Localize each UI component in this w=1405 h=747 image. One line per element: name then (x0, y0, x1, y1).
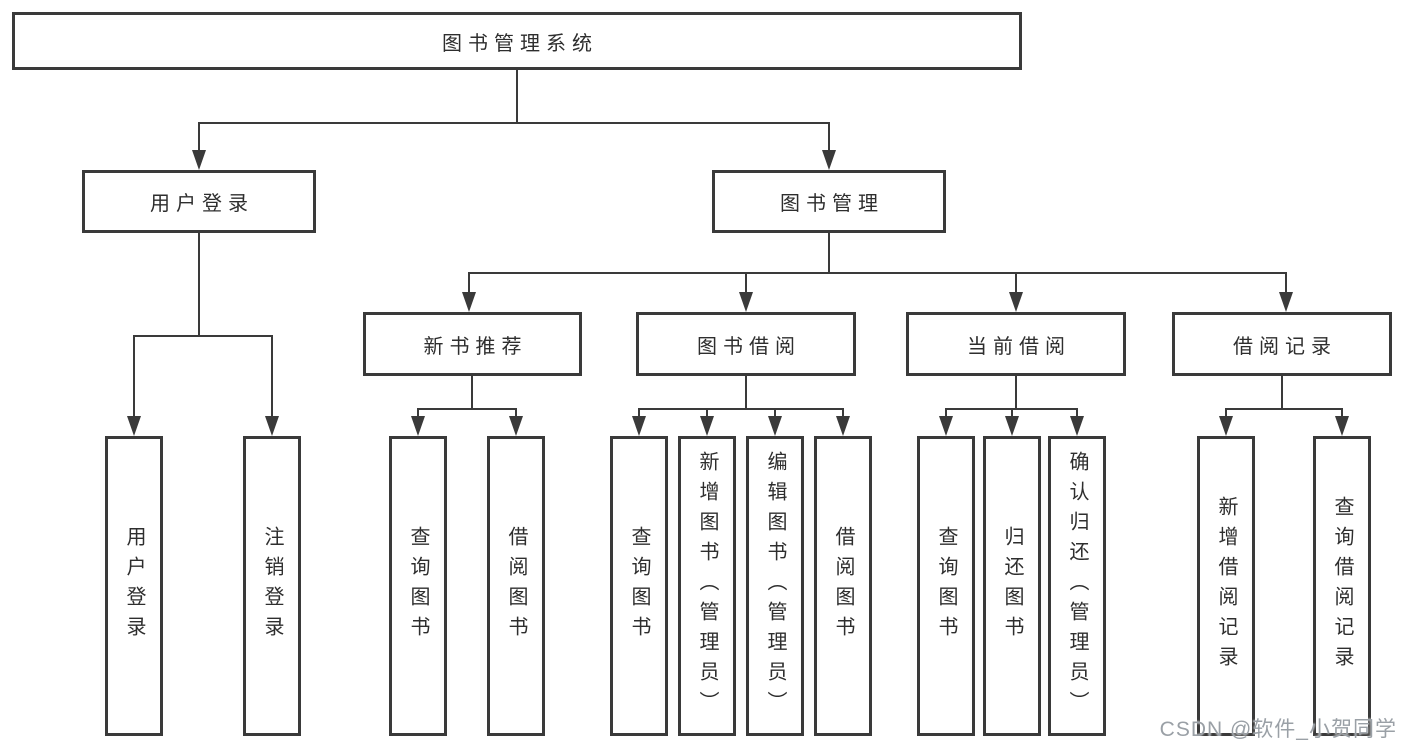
leaf-query-books-borrowing: 查询图书 (610, 436, 668, 736)
connector-line (417, 408, 517, 410)
leaf-logout: 注销登录 (243, 436, 301, 736)
node-label: 新增图书（管理员） (696, 451, 718, 721)
node-label: 查询图书 (628, 526, 650, 646)
connector-line (1225, 408, 1227, 418)
connector-line (198, 233, 200, 337)
node-label: 图书管理 (780, 193, 884, 215)
connector-line (417, 408, 419, 418)
arrow-down-icon (192, 150, 206, 170)
connector-line (1011, 408, 1013, 418)
connector-line (945, 408, 947, 418)
connector-line (745, 376, 747, 410)
leaf-user-login: 用户登录 (105, 436, 163, 736)
connector-line (1076, 408, 1078, 418)
connector-line (828, 122, 830, 152)
leaf-return-books: 归还图书 (983, 436, 1041, 736)
connector-line (842, 408, 844, 418)
connector-line (638, 408, 844, 410)
node-label: 当前借阅 (967, 335, 1071, 358)
leaf-confirm-return-admin: 确认归还（管理员） (1048, 436, 1106, 736)
node-label: 查询借阅记录 (1331, 496, 1353, 676)
leaf-query-books-recommend: 查询图书 (389, 436, 447, 736)
connector-line (638, 408, 640, 418)
connector-line (745, 272, 747, 294)
node-borrowing-records: 借阅记录 (1172, 312, 1392, 376)
connector-line (271, 335, 273, 418)
node-book-borrowing: 图书借阅 (636, 312, 856, 376)
connector-line (1015, 272, 1017, 294)
connector-line (1341, 408, 1343, 418)
node-label: 注销登录 (261, 526, 283, 646)
node-label: 借阅记录 (1233, 335, 1337, 358)
connector-line (1015, 376, 1017, 410)
node-label: 归还图书 (1001, 526, 1023, 646)
connector-line (198, 122, 830, 124)
node-label: 查询图书 (407, 526, 429, 646)
node-label: 查询图书 (935, 526, 957, 646)
node-label: 借阅图书 (832, 526, 854, 646)
arrow-down-icon (462, 292, 476, 312)
arrow-down-icon (700, 416, 714, 436)
node-label: 用户登录 (123, 526, 145, 646)
arrow-down-icon (1335, 416, 1349, 436)
node-label: 图书借阅 (697, 335, 801, 358)
leaf-query-borrow-record: 查询借阅记录 (1313, 436, 1371, 736)
arrow-down-icon (1219, 416, 1233, 436)
node-label: 借阅图书 (505, 526, 527, 646)
node-book-management-system: 图书管理系统 (12, 12, 1022, 70)
leaf-edit-books-admin: 编辑图书（管理员） (746, 436, 804, 736)
connector-line (706, 408, 708, 418)
node-new-book-recommendation: 新书推荐 (363, 312, 582, 376)
connector-line (515, 408, 517, 418)
arrow-down-icon (1070, 416, 1084, 436)
arrow-down-icon (509, 416, 523, 436)
node-label: 新书推荐 (423, 335, 528, 358)
node-label: 编辑图书（管理员） (764, 451, 786, 721)
arrow-down-icon (632, 416, 646, 436)
arrow-down-icon (265, 416, 279, 436)
arrow-down-icon (1009, 292, 1023, 312)
connector-line (471, 376, 473, 410)
node-label: 确认归还（管理员） (1066, 451, 1088, 721)
connector-line (468, 272, 1287, 274)
arrow-down-icon (127, 416, 141, 436)
leaf-add-books-admin: 新增图书（管理员） (678, 436, 736, 736)
csdn-watermark: CSDN @软件_小贺同学 (1159, 718, 1397, 741)
leaf-query-books-current: 查询图书 (917, 436, 975, 736)
node-label: 用户登录 (150, 193, 254, 215)
node-user-login: 用户登录 (82, 170, 316, 233)
connector-line (198, 122, 200, 152)
connector-line (133, 335, 273, 337)
arrow-down-icon (822, 150, 836, 170)
leaf-borrow-books-borrowing: 借阅图书 (814, 436, 872, 736)
node-current-borrowing: 当前借阅 (906, 312, 1126, 376)
connector-line (1225, 408, 1343, 410)
connector-line (516, 70, 518, 124)
leaf-borrow-books-recommend: 借阅图书 (487, 436, 545, 736)
connector-line (1285, 272, 1287, 294)
arrow-down-icon (939, 416, 953, 436)
connector-line (1281, 376, 1283, 410)
arrow-down-icon (768, 416, 782, 436)
arrow-down-icon (836, 416, 850, 436)
connector-line (468, 272, 470, 294)
arrow-down-icon (1279, 292, 1293, 312)
connector-line (828, 233, 830, 274)
arrow-down-icon (1005, 416, 1019, 436)
connector-line (774, 408, 776, 418)
connector-line (133, 335, 135, 418)
arrow-down-icon (411, 416, 425, 436)
leaf-add-borrow-record: 新增借阅记录 (1197, 436, 1255, 736)
node-book-management: 图书管理 (712, 170, 946, 233)
node-label: 新增借阅记录 (1215, 496, 1237, 676)
node-label: 图书管理系统 (442, 32, 598, 55)
arrow-down-icon (739, 292, 753, 312)
